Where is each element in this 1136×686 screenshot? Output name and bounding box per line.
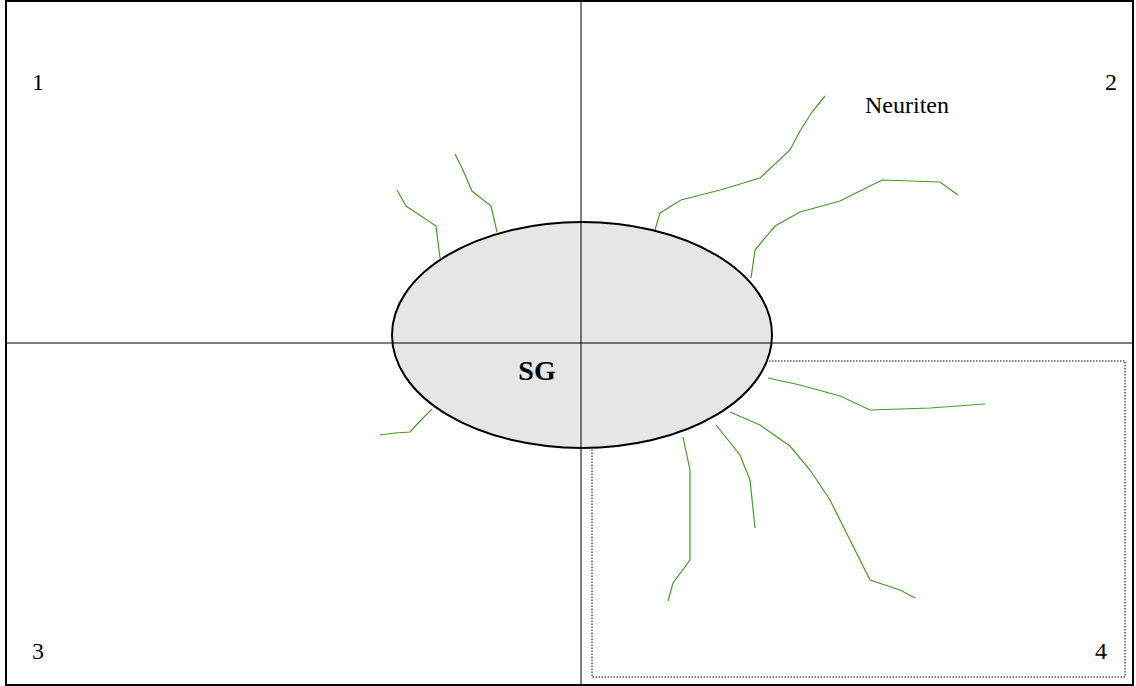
ganglion-label: SG — [518, 357, 555, 385]
neurite — [751, 180, 958, 278]
neurite — [716, 425, 755, 528]
quadrant-number: 2 — [1105, 70, 1117, 94]
ellipse-outline — [391, 221, 773, 449]
neurites — [380, 96, 985, 601]
quadrant-number: 3 — [32, 639, 44, 663]
ganglion-ellipse: SG — [391, 221, 773, 449]
quadrant-divider — [581, 221, 582, 449]
neurite — [655, 96, 825, 230]
frame — [6, 1, 1133, 685]
quadrant-divider — [6, 343, 1133, 344]
quadrant-number: 4 — [1095, 639, 1107, 663]
ellipse-fill — [392, 222, 772, 448]
neurite — [380, 409, 432, 435]
neurite — [668, 437, 690, 601]
ellipse-border — [392, 222, 772, 448]
neurite — [455, 154, 497, 232]
neurite — [397, 190, 440, 258]
neurite — [730, 412, 915, 598]
quadrant-number: 1 — [32, 70, 44, 94]
neurite — [768, 378, 985, 410]
quadrant-divider — [391, 343, 773, 344]
neurite-label: Neuriten — [865, 93, 949, 117]
